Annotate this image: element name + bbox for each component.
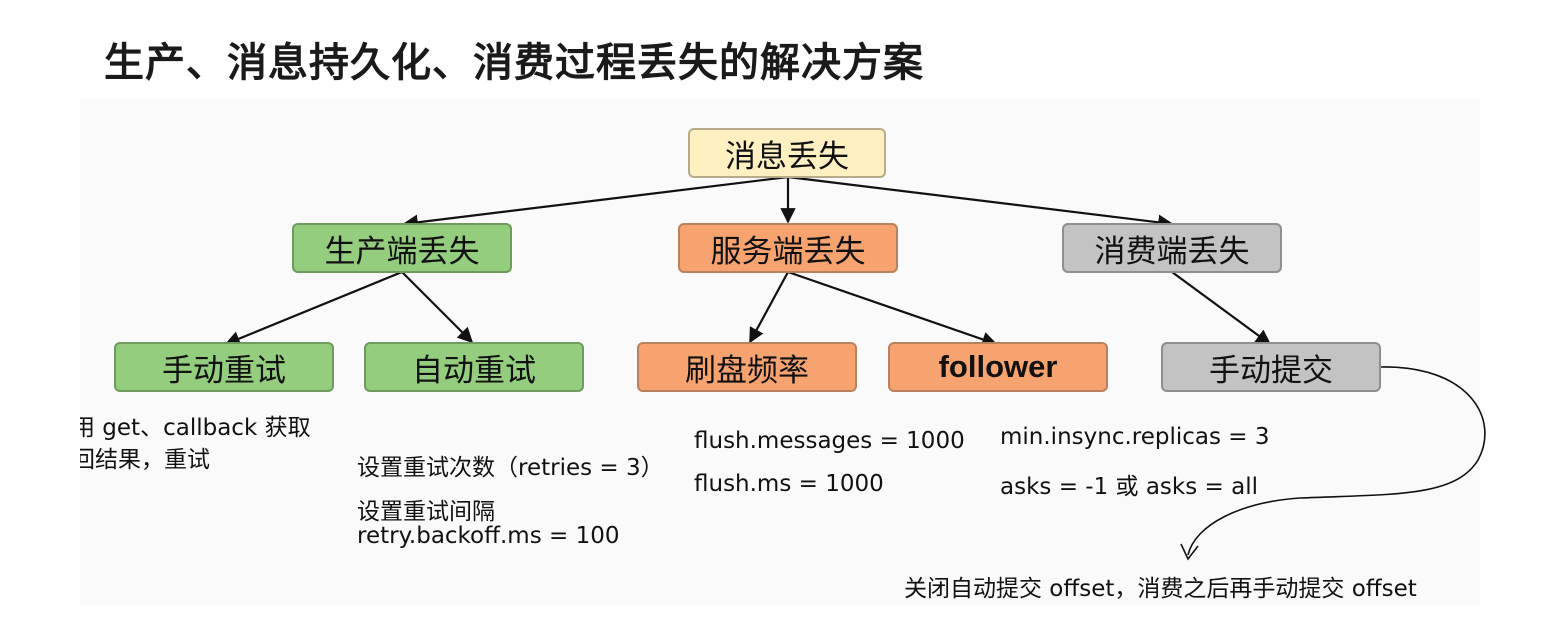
node-flush-rate: 刷盘频率 xyxy=(637,342,857,392)
node-auto-retry: 自动重试 xyxy=(364,342,584,392)
manual-retry-notes: 用 get、callback 获取 回结果，重试 xyxy=(80,408,380,478)
note-flush-messages: flush.messages = 1000 xyxy=(694,428,965,454)
node-consumer-loss: 消费端丢失 xyxy=(1062,223,1282,273)
node-message-loss: 消息丢失 xyxy=(688,128,886,178)
edge-root-consumer xyxy=(787,175,1174,230)
note-commit-offset: 关闭自动提交 offset，消费之后再手动提交 offset xyxy=(904,576,1417,602)
edge-broker-flush xyxy=(749,271,789,344)
note-acks: asks = -1 或 asks = all xyxy=(1000,474,1258,500)
edge-consumer-commit xyxy=(1171,271,1272,345)
edge-commit-note-arrowhead xyxy=(1180,543,1199,561)
note-retry-interval-label: 设置重试间隔 xyxy=(357,499,495,525)
edge-broker-follower xyxy=(787,270,998,347)
note-manual-retry-line2: 回结果，重试 xyxy=(80,447,210,473)
note-flush-ms: flush.ms = 1000 xyxy=(694,471,884,497)
edge-root-producer xyxy=(402,175,789,230)
note-min-insync: min.insync.replicas = 3 xyxy=(1000,424,1270,450)
node-manual-commit: 手动提交 xyxy=(1161,342,1381,392)
node-broker-loss: 服务端丢失 xyxy=(678,223,898,273)
edge-producer-auto xyxy=(401,271,474,344)
node-manual-retry: 手动重试 xyxy=(114,342,334,392)
page-title: 生产、消息持久化、消费过程丢失的解决方案 xyxy=(104,40,924,86)
note-retries: 设置重试次数（retries = 3） xyxy=(357,455,664,481)
note-manual-retry-line1: 用 get、callback 获取 xyxy=(80,415,311,441)
node-producer-loss: 生产端丢失 xyxy=(292,223,512,273)
edge-producer-manual xyxy=(224,270,403,346)
note-retry-backoff: retry.backoff.ms = 100 xyxy=(357,523,620,549)
edge-commit-note-curve xyxy=(1187,366,1486,556)
node-follower: follower xyxy=(888,342,1108,392)
